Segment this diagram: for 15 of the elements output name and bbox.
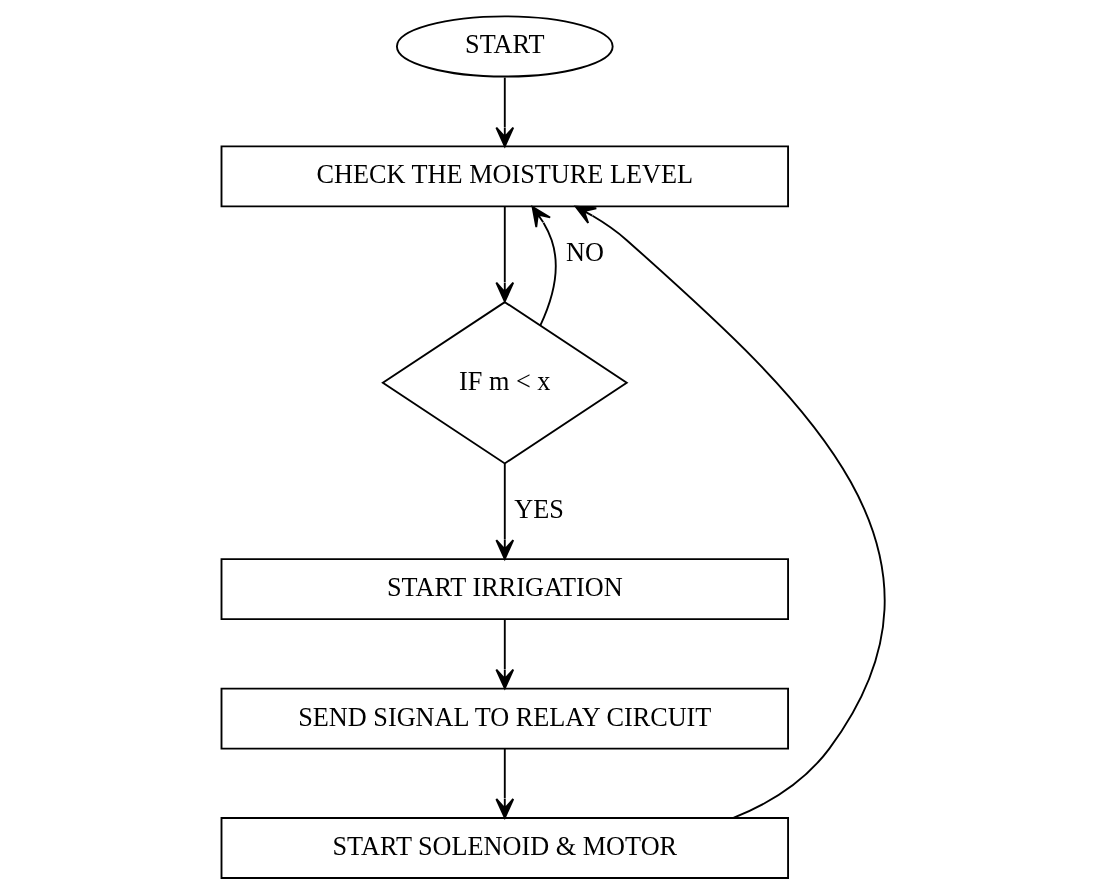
arrow: [494, 76, 514, 148]
node-ellipse: START: [395, 15, 614, 78]
arrow: [531, 205, 557, 327]
node-box: START SOLENOID & MOTOR: [220, 817, 789, 879]
arrow: [494, 205, 514, 303]
node-diamond: IF m < x: [380, 300, 628, 465]
node-box: START IRRIGATION: [220, 558, 789, 621]
node-box: SEND SIGNAL TO RELAY CIRCUIT: [220, 687, 789, 750]
arrow: [494, 618, 514, 690]
arrow: [494, 748, 514, 819]
node-box: CHECK THE MOISTURE LEVEL: [220, 145, 789, 208]
arrow: [574, 205, 885, 819]
edge-label: NO: [565, 238, 604, 268]
arrow: [494, 462, 514, 560]
edge-label: YES: [513, 495, 564, 525]
